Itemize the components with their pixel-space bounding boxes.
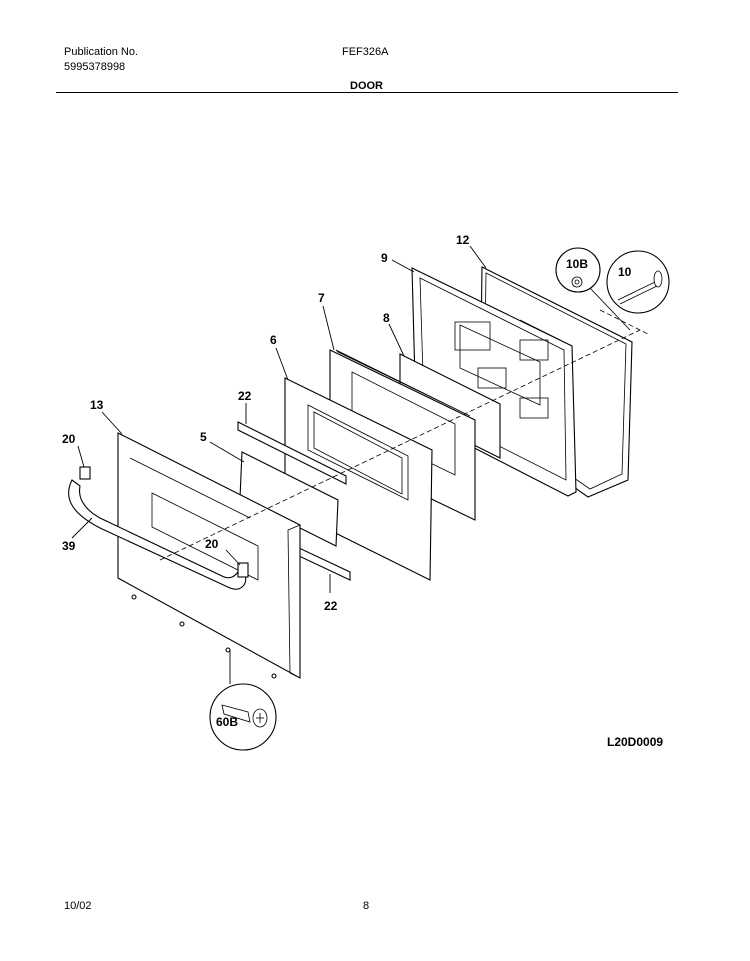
part-6-window-frame xyxy=(284,377,433,581)
header-rule xyxy=(56,92,678,93)
footer-page-number: 8 xyxy=(363,900,370,912)
callout-22-top: 22 xyxy=(238,389,252,403)
callout-10: 10 xyxy=(618,265,632,279)
publication-label: Publication No. xyxy=(64,46,138,58)
callout-13: 13 xyxy=(90,398,104,412)
callout-22-bottom: 22 xyxy=(324,599,338,613)
footer-date: 10/02 xyxy=(64,900,92,912)
callout-12: 12 xyxy=(456,233,470,247)
screw-markers xyxy=(131,594,277,679)
leader-lines xyxy=(71,245,631,684)
part-60b-detail xyxy=(209,683,277,751)
part-10b-detail xyxy=(555,247,601,293)
callout-39: 39 xyxy=(62,539,76,553)
model-number: FEF326A xyxy=(342,46,389,58)
callout-6: 6 xyxy=(270,333,277,347)
callout-9: 9 xyxy=(381,251,388,265)
drawing-code: L20D0009 xyxy=(607,735,663,749)
publication-number: 5995378998 xyxy=(64,61,126,73)
callout-20-left: 20 xyxy=(62,432,76,446)
assembly-axis xyxy=(159,329,641,561)
callout-60b: 60B xyxy=(216,715,238,729)
callout-5: 5 xyxy=(200,430,207,444)
callout-8: 8 xyxy=(383,311,390,325)
part-10-detail xyxy=(606,250,670,314)
part-20-left-cap xyxy=(79,466,91,480)
callout-20-mid: 20 xyxy=(205,537,219,551)
section-title: DOOR xyxy=(350,80,383,92)
callout-10b: 10B xyxy=(566,257,588,271)
part-20-middle-cap xyxy=(237,562,249,578)
part-22-top-strip xyxy=(237,421,347,485)
callout-7: 7 xyxy=(318,291,325,305)
part-5-outer-glass xyxy=(239,451,339,547)
